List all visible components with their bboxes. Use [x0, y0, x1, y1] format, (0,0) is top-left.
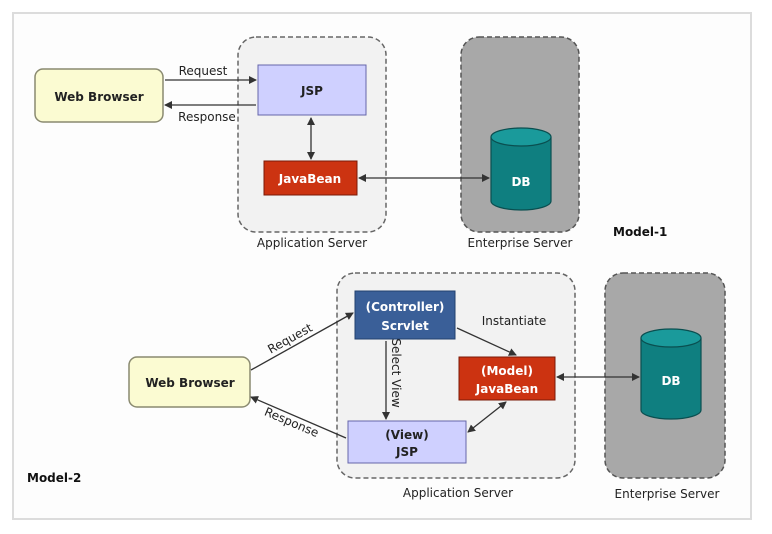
model1-title: Model-1	[613, 225, 667, 239]
model1-request-label: Request	[179, 64, 228, 78]
model2-title: Model-2	[27, 471, 81, 485]
model1-javabean-box	[263, 160, 358, 196]
model2-db-cylinder	[640, 328, 702, 420]
model1-db-cylinder	[490, 127, 552, 211]
model2-db-label: DB	[661, 374, 680, 388]
model1-response-label: Response	[178, 110, 236, 124]
model2-select-view-label: Select View	[389, 338, 403, 407]
model2-view-label-line1: (View)	[385, 428, 428, 442]
model2-view-jsp-box	[347, 420, 467, 464]
model2-model-label-line1: (Model)	[481, 364, 533, 378]
model2-controller-label-line1: (Controller)	[366, 300, 445, 314]
model2-controller-label-line2: Scrvlet	[381, 319, 429, 333]
model2-enterprise-server-label: Enterprise Server	[615, 487, 720, 501]
model2-response-label: Response	[262, 405, 321, 440]
model2-model-label-line2: JavaBean	[475, 382, 538, 396]
model1-jsp-label: JSP	[300, 84, 323, 98]
model2-request-arrow	[250, 312, 354, 371]
model1-javabean-label: JavaBean	[278, 172, 341, 186]
model1-jsp-box	[257, 64, 367, 116]
model2-instantiate-arrow	[456, 327, 517, 356]
model1-web-browser-label: Web Browser	[54, 90, 143, 104]
model1-app-server-label: Application Server	[257, 236, 367, 250]
model1-web-browser-box	[34, 68, 164, 123]
model2-view-label-line2: JSP	[395, 445, 418, 459]
model2-view-model-arrow	[467, 401, 507, 433]
model2-controller-box	[354, 290, 456, 340]
model2-instantiate-label: Instantiate	[482, 314, 547, 328]
model1-enterprise-server-label: Enterprise Server	[468, 236, 573, 250]
model2-response-arrow	[250, 396, 347, 439]
model1-db-label: DB	[511, 175, 530, 189]
model2-web-browser-label: Web Browser	[145, 376, 234, 390]
model2-app-server-label: Application Server	[403, 486, 513, 500]
model2-web-browser-box	[128, 356, 251, 408]
model2-model-javabean-box	[458, 356, 556, 401]
